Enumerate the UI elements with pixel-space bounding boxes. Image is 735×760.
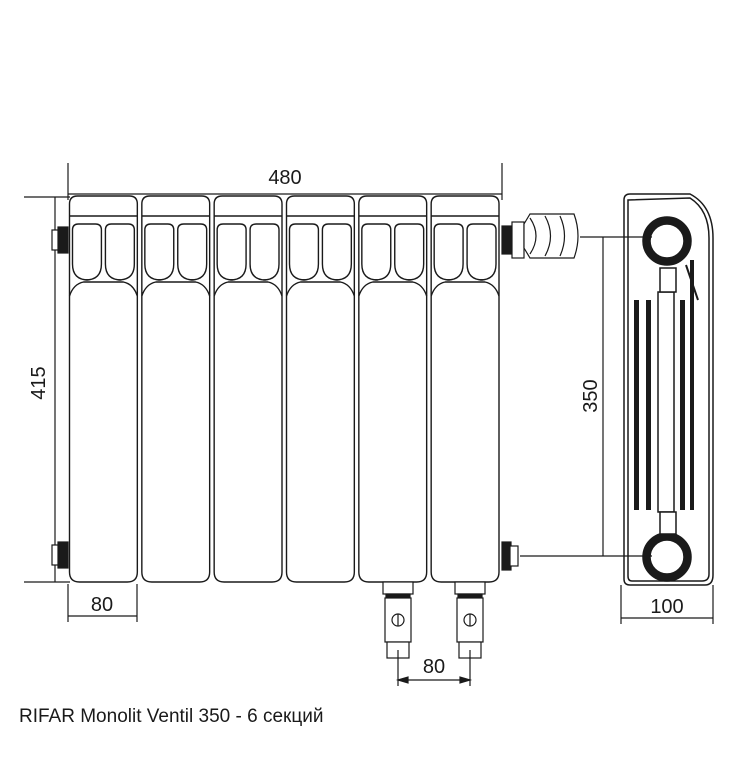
valve-spacing-label: 80 [423, 656, 445, 678]
radiator-section [430, 195, 500, 583]
depth-label: 100 [650, 596, 683, 618]
thermostatic-valve [501, 213, 579, 259]
dimension-axial-350 [520, 236, 652, 557]
radiator-section [213, 195, 283, 583]
right-plug-bottom [501, 541, 519, 571]
radiator-section [68, 195, 139, 583]
radiator-section [141, 195, 211, 583]
bottom-valve [382, 581, 414, 659]
width-label: 480 [268, 167, 301, 189]
product-caption: RIFAR Monolit Ventil 350 - 6 секций [19, 706, 324, 727]
bottom-valve [454, 581, 486, 659]
radiator-side-view [623, 193, 714, 586]
radiator-section [358, 195, 428, 583]
section-width-label: 80 [91, 594, 113, 616]
left-plug-top [51, 226, 69, 254]
radiator-sections [68, 195, 500, 583]
radiator-section [285, 195, 356, 583]
height-label: 415 [28, 366, 50, 399]
dimension-depth-100 [620, 585, 714, 624]
bottom-valves [382, 581, 486, 659]
dimension-valve-spacing [395, 650, 473, 686]
axial-distance-label: 350 [580, 379, 602, 412]
left-plug-bottom [51, 541, 69, 569]
dimension-section-width [67, 584, 138, 622]
dimension-width-480 [67, 163, 503, 200]
dimension-height-415 [24, 196, 70, 583]
